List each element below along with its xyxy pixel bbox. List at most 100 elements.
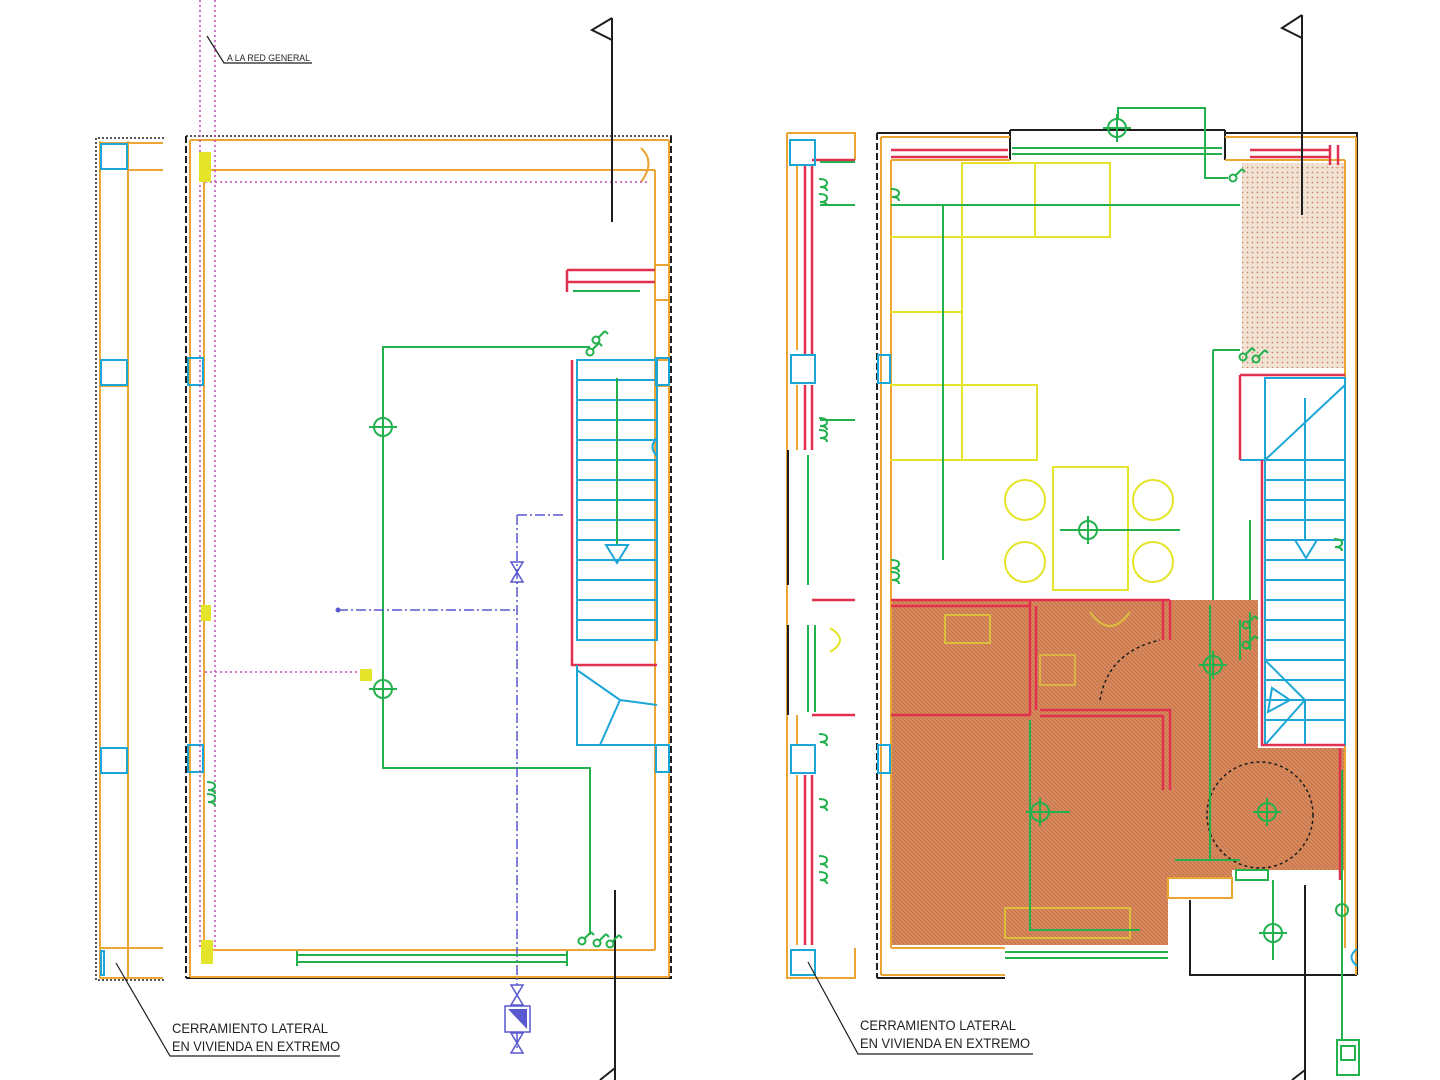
dining-chair (1132, 479, 1174, 521)
stair-partition (570, 360, 657, 667)
section-markers-left (589, 17, 616, 1080)
dining-chair (1004, 479, 1046, 521)
toilet (1089, 611, 1131, 627)
gas-pipe-horizontal (205, 181, 650, 673)
stair-arrow-icon (604, 544, 630, 565)
gas-lines (199, 0, 650, 964)
bottom-window (1005, 951, 1168, 959)
socket-icon (818, 429, 828, 443)
meter-box-fill (508, 1009, 527, 1029)
stair-partition (1238, 373, 1345, 747)
network-label: A LA RED GENERAL (227, 53, 310, 63)
strip-pillar (100, 747, 128, 774)
socket-icon (890, 559, 900, 573)
corner-fixture-arc (1350, 948, 1358, 967)
corner-door-arc (640, 147, 650, 183)
right-note-group: CERRAMIENTO LATERAL EN VIVIENDA EN EXTRE… (807, 961, 1033, 1055)
socket-icon (818, 855, 828, 869)
wall-pillar (187, 357, 204, 386)
wet-area (890, 600, 1345, 945)
strip-pillar (790, 744, 816, 774)
water-pipe (338, 514, 563, 1050)
wall-pillar (877, 354, 891, 384)
left-bottom-window (296, 951, 568, 966)
bathroom-sink (944, 614, 991, 644)
meter-box-icon (504, 1005, 531, 1033)
right-side-strip (786, 132, 856, 979)
door-swing-arc (1099, 639, 1161, 701)
exterior-fixture (1235, 869, 1269, 881)
gas-connection-marker (201, 605, 211, 621)
switch-icon (585, 342, 603, 357)
bathroom-hatch (890, 600, 1345, 945)
wall-pillar (877, 744, 891, 774)
right-plan: CERRAMIENTO LATERAL EN VIVIENDA EN EXTRE… (786, 14, 1360, 1080)
shelf-element (565, 268, 655, 292)
strip-pillar (790, 354, 816, 384)
terrace-paving (1242, 163, 1345, 368)
top-window (1012, 147, 1222, 155)
top-partitions (891, 145, 1340, 165)
right-note-leader (807, 961, 1033, 1055)
shower-turning-circle (1206, 761, 1314, 869)
window-frame (296, 951, 568, 966)
gas-connection-marker (201, 940, 213, 964)
left-note-line1: CERRAMIENTO LATERAL (172, 1020, 328, 1036)
furniture (890, 162, 1174, 939)
wall-pillar (187, 744, 204, 773)
strip-partitions (803, 158, 855, 945)
section-flag-icon (1291, 885, 1306, 1080)
strip-dotted-outline (95, 137, 164, 981)
crosshair-circle-icon (1073, 515, 1103, 545)
section-flag-icon (589, 17, 613, 222)
left-note-group: CERRAMIENTO LATERAL EN VIVIENDA EN EXTRE… (115, 962, 340, 1057)
valve-icon (510, 984, 524, 1006)
outline-sides-dashed (185, 136, 672, 978)
left-building-outline (185, 135, 672, 979)
shelf-partition (565, 268, 655, 292)
left-note-leader (115, 962, 340, 1057)
left-note-line2: EN VIVIENDA EN EXTREMO (172, 1038, 340, 1054)
paving-area (1242, 163, 1345, 368)
socket-icon (818, 733, 828, 747)
strip-walls (99, 141, 163, 979)
strip-fixture-arc (829, 627, 841, 653)
socket-icon (818, 798, 828, 812)
socket-icon (890, 188, 900, 202)
crosshair-circle-icon (368, 674, 398, 704)
dining-chair (1004, 541, 1046, 583)
socket-icon (818, 871, 828, 885)
bathroom-walls (891, 598, 1342, 880)
washbasin (1039, 654, 1076, 686)
water-pipe-end (335, 607, 341, 613)
kitchen-cabinets (890, 162, 1111, 461)
strip-walls (786, 132, 856, 979)
exterior-light-point (1335, 903, 1349, 917)
strip-pillar (100, 359, 128, 386)
socket-icon (206, 793, 216, 807)
left-water-line (335, 514, 563, 1054)
right-note-line1: CERRAMIENTO LATERAL (860, 1017, 1016, 1033)
network-label-group: A LA RED GENERAL (206, 35, 312, 64)
crosshair-circle-icon (368, 412, 398, 442)
strip-pillar (789, 139, 816, 166)
socket-icon (818, 178, 828, 192)
exterior-walls (189, 139, 670, 978)
stair-handrail-arc (651, 437, 658, 457)
section-markers-right (1279, 14, 1306, 1080)
crosshair-circle-icon (1102, 113, 1132, 143)
switch-icon (577, 931, 595, 946)
section-flag-icon (599, 890, 616, 1080)
left-side-strip (95, 137, 164, 981)
strip-pillar (100, 950, 105, 976)
stair-arrow-icon (1266, 686, 1292, 714)
section-flag-icon (1279, 14, 1303, 215)
circuit-wire (382, 346, 591, 935)
gas-pipe-vertical (199, 0, 216, 950)
meter-box-inner (1340, 1045, 1356, 1061)
stair-arrow-icon (1293, 539, 1319, 560)
strip-pillar (790, 949, 816, 976)
strip-pillar (100, 143, 128, 170)
wall-pillar (655, 744, 670, 773)
